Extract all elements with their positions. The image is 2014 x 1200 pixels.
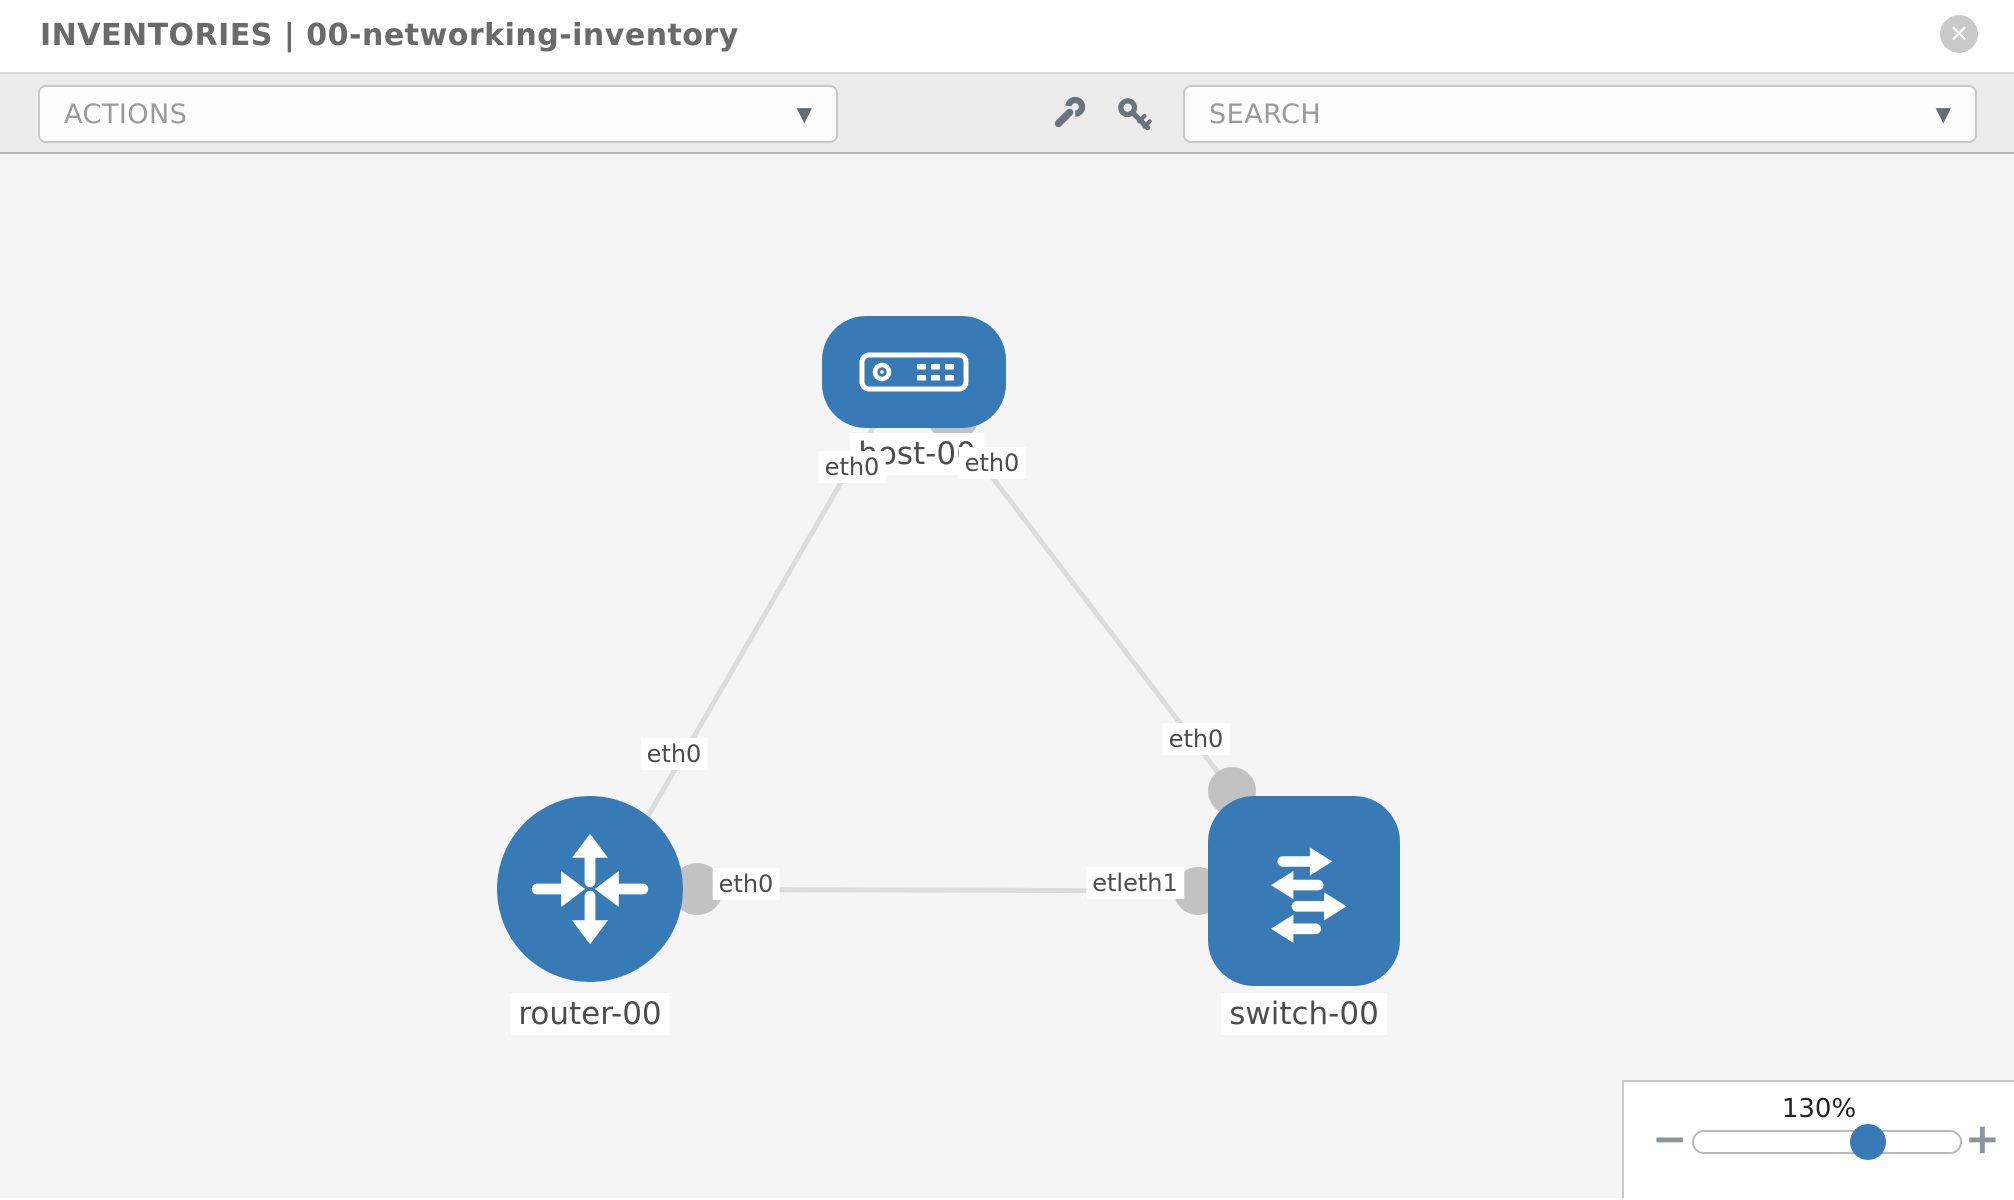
- node-switch-00[interactable]: [1208, 796, 1400, 986]
- chevron-down-icon: ▼: [1935, 102, 1951, 126]
- actions-dropdown-label: ACTIONS: [64, 98, 188, 130]
- switch-icon: [1270, 847, 1347, 943]
- close-icon[interactable]: ✕: [1940, 15, 1978, 53]
- if-label-host-eth0-right: eth0: [958, 447, 1026, 479]
- port-router-eth0: [671, 863, 723, 915]
- zoom-panel: 130% − +: [1622, 1080, 2014, 1198]
- zoom-slider-track[interactable]: [1692, 1124, 1962, 1160]
- search-dropdown[interactable]: SEARCH ▼: [1183, 85, 1977, 143]
- node-label-switch-00: switch-00: [1221, 993, 1387, 1035]
- toolbar: ACTIONS ▼ SEARCH ▼: [0, 74, 2014, 154]
- search-placeholder: SEARCH: [1209, 98, 1322, 130]
- router-icon: [531, 833, 649, 945]
- topology-edges: [589, 392, 1256, 915]
- wrench-icon[interactable]: [1046, 94, 1088, 136]
- node-router-00[interactable]: [497, 796, 683, 982]
- actions-dropdown[interactable]: ACTIONS ▼: [38, 85, 838, 143]
- key-icon[interactable]: [1114, 94, 1156, 136]
- node-label-router-00: router-00: [510, 993, 670, 1035]
- zoom-level-value: 130%: [1781, 1094, 1857, 1124]
- page-title: INVENTORIES | 00-networking-inventory: [40, 18, 739, 53]
- if-label-router-eth0-uplink: eth0: [640, 738, 708, 770]
- zoom-in-button[interactable]: +: [1964, 1114, 2000, 1163]
- zoom-out-button[interactable]: −: [1652, 1114, 1688, 1163]
- node-host-00[interactable]: [822, 316, 1006, 428]
- chevron-down-icon: ▼: [796, 102, 812, 126]
- if-label-host-eth0-left: eth0: [818, 451, 886, 483]
- if-label-switch-eth0: eth0: [1162, 723, 1230, 755]
- if-label-router-eth0: eth0: [712, 868, 780, 900]
- if-label-switch-eth1: etleth1: [1086, 867, 1184, 899]
- topology-canvas[interactable]: host-00 router-00 switch-00 eth0 eth0 et…: [0, 154, 2014, 1198]
- page-header: INVENTORIES | 00-networking-inventory ✕: [0, 0, 2014, 74]
- zoom-slider-handle[interactable]: [1850, 1124, 1886, 1160]
- host-icon: [859, 352, 969, 392]
